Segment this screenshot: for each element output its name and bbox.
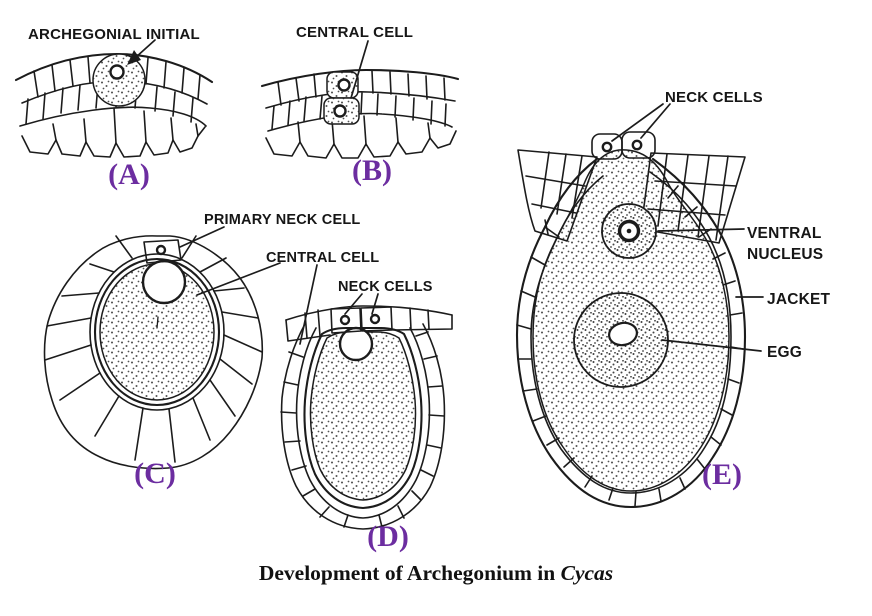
egg-leader (661, 339, 762, 352)
primary-neck-cell-label: PRIMARY NECK CELL (204, 212, 360, 228)
stage-c-letter: (C) (134, 457, 176, 490)
ventral-nucleus-leader (657, 228, 745, 232)
stage-d-top-row-cells (285, 305, 453, 342)
primary-neck-cell (143, 239, 182, 264)
stage-d-letter: (D) (367, 520, 409, 553)
central-cell-d-leader (299, 264, 318, 345)
archegonial-initial-cell (92, 53, 146, 107)
central-cell-b (323, 71, 360, 125)
ventral-nucleus-label-line2: NUCLEUS (747, 246, 823, 263)
stage-c-jacket-tissue (43, 235, 264, 470)
central-cell-b-leader (350, 40, 369, 99)
central-cell-b-label: CENTRAL CELL (296, 24, 413, 41)
neck-cells-e (591, 131, 656, 160)
neck-cells-e-leaders (611, 103, 671, 142)
stage-c-drawing: PRIMARY NECK CELL CENTRAL CELL (C) (43, 212, 379, 490)
archegonial-initial-label: ARCHEGONIAL INITIAL (28, 26, 200, 43)
central-cell-c (93, 257, 221, 407)
figure-caption: Development of Archegonium in Cycas (0, 561, 872, 586)
stage-b-drawing: CENTRAL CELL (B) (260, 24, 460, 187)
stage-a-letter: (A) (108, 158, 150, 191)
neck-cells-e-label: NECK CELLS (665, 89, 763, 106)
central-cell-c-label: CENTRAL CELL (266, 250, 379, 266)
stage-b-tissue-cells (260, 68, 460, 159)
neck-cells-d-leaders (344, 293, 379, 315)
neck-cells-d-label: NECK CELLS (338, 279, 433, 295)
stage-a-tissue-cells (14, 52, 214, 158)
caption-species-name: Cycas (560, 561, 614, 585)
stage-d-drawing: NECK CELLS (D) (280, 264, 453, 553)
ventral-nucleus (601, 203, 657, 259)
central-cell-d (303, 326, 423, 510)
stage-e-left-tissue-wing (517, 149, 598, 242)
archegonial-initial-arrow (127, 39, 156, 65)
caption-text: Development of Archegonium in (258, 561, 561, 585)
jacket-layer (515, 157, 747, 509)
stage-e-letter: (E) (702, 458, 742, 491)
stage-a-drawing: ARCHEGONIAL INITIAL (A) (14, 26, 214, 191)
stage-b-letter: (B) (352, 154, 392, 187)
stage-e-right-tissue-wing (640, 152, 746, 244)
stage-e-drawing: NECK CELLS VENTRAL NUCLEUS JACKET EGG (E… (515, 89, 831, 509)
stage-d-jacket-tissue (280, 323, 446, 530)
jacket-label: JACKET (767, 291, 831, 308)
ventral-nucleus-label-line1: VENTRAL (747, 225, 822, 242)
central-cell-c-leader (196, 262, 281, 296)
primary-neck-cell-leader (179, 226, 225, 248)
egg-label: EGG (767, 344, 802, 361)
egg (573, 292, 669, 388)
